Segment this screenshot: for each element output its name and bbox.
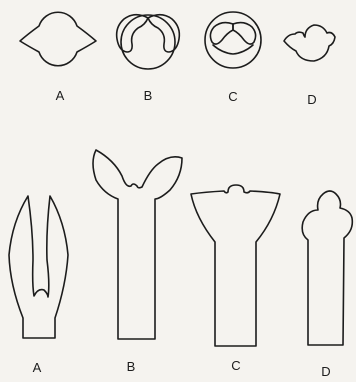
- bottom-figure-c: [191, 185, 280, 346]
- bottom-figure-d: [302, 191, 352, 345]
- top-figure-a: [20, 12, 96, 66]
- bottom-figure-a: [9, 196, 68, 338]
- top-figure-b: [117, 15, 180, 69]
- bottom-label-b: B: [127, 359, 136, 374]
- top-label-a: A: [56, 88, 65, 103]
- top-label-c: C: [228, 89, 237, 104]
- bottom-label-d: D: [321, 364, 330, 379]
- top-figure-c: [205, 12, 261, 68]
- bottom-label-c: C: [231, 358, 240, 373]
- top-figure-d: [284, 25, 335, 61]
- top-label-b: B: [144, 88, 153, 103]
- top-label-d: D: [307, 92, 316, 107]
- bottom-figure-b: [93, 150, 182, 339]
- bottom-label-a: A: [33, 360, 42, 375]
